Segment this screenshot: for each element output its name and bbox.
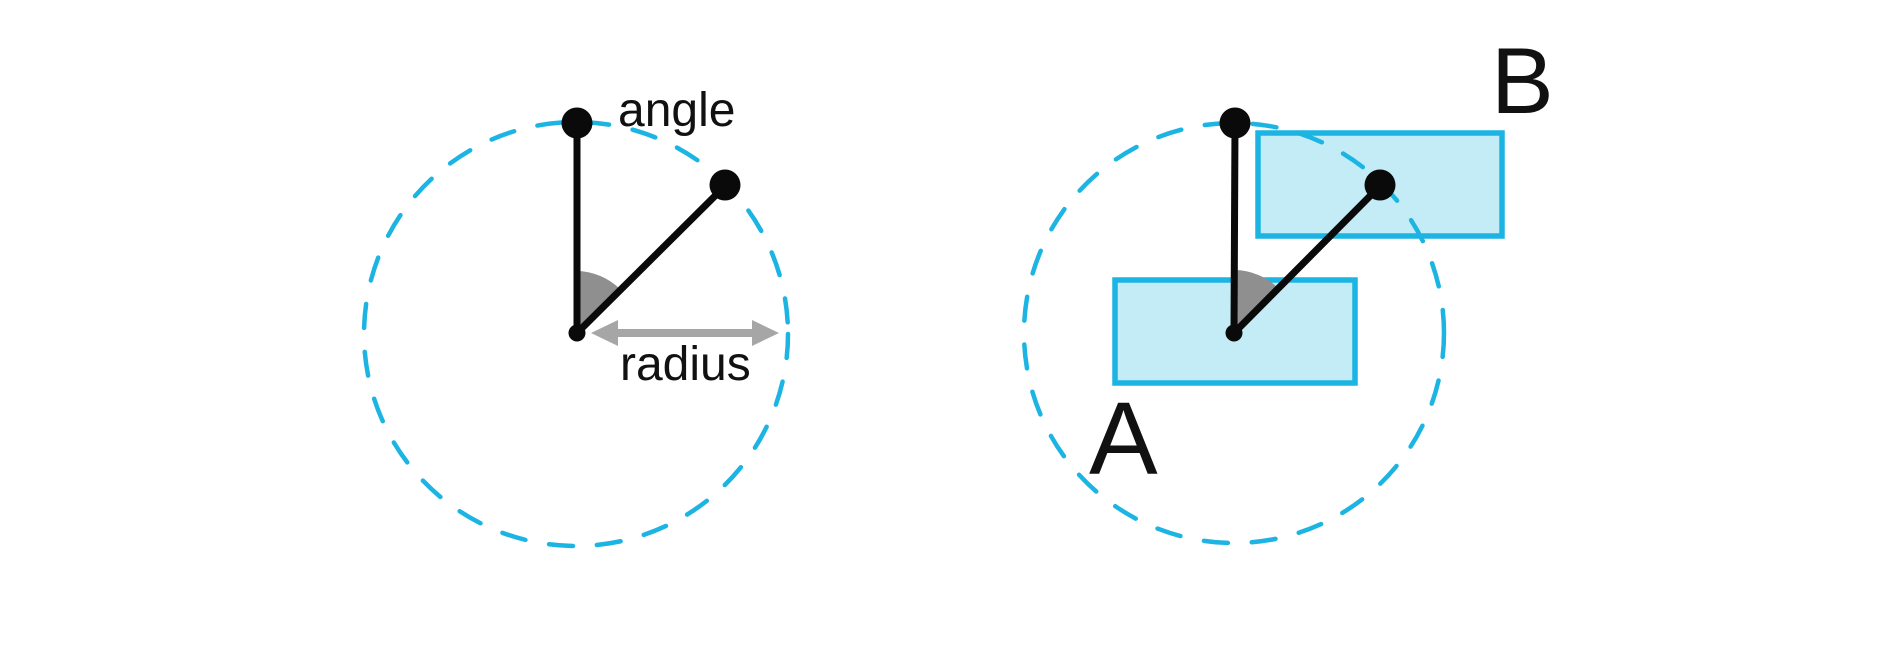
center-dot — [1225, 324, 1243, 342]
rotated-endpoint-dot — [709, 169, 741, 201]
radius-label: radius — [620, 338, 751, 391]
top-endpoint-dot — [561, 107, 593, 139]
center-dot — [568, 324, 586, 342]
rotated-radius-line — [573, 183, 728, 337]
rotated-rects-diagram: A B — [1021, 28, 1554, 546]
rect-b-label: B — [1491, 28, 1554, 133]
top-endpoint-dot — [1219, 107, 1251, 139]
rect-a-label: A — [1089, 381, 1158, 496]
radius-arrowhead-right — [752, 320, 779, 346]
dashed-orbit-circle — [361, 119, 791, 549]
dashed-orbit-circle — [1021, 120, 1447, 546]
radius-arrowhead-left — [591, 320, 618, 346]
polar-definition-diagram: angle radius — [361, 84, 791, 549]
radius-arrow — [591, 320, 779, 346]
rotated-radius-line — [1231, 183, 1383, 336]
reference-line-vertical — [1230, 123, 1239, 334]
rotated-endpoint-dot — [1364, 169, 1396, 201]
angle-label: angle — [618, 84, 735, 137]
